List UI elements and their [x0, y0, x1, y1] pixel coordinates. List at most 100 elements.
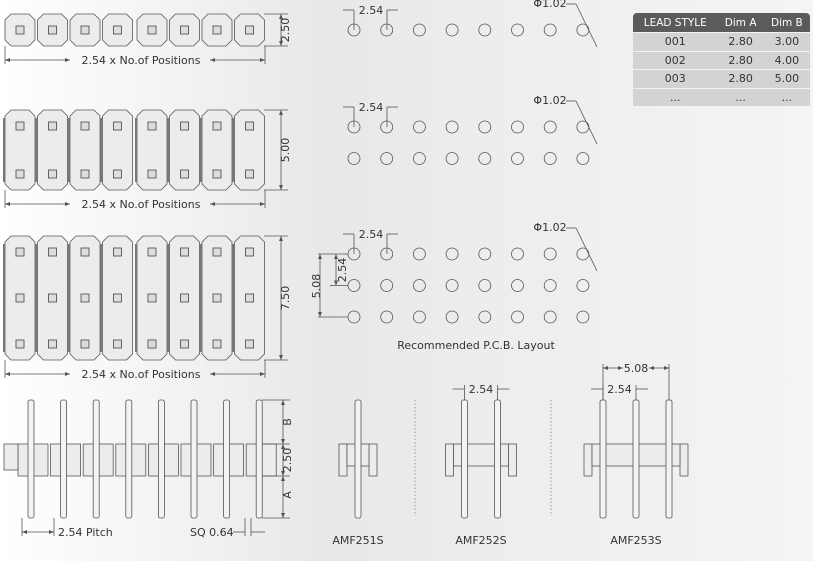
pin-square: [113, 339, 122, 349]
pin-square: [80, 247, 90, 257]
pcb-hole: [576, 152, 590, 165]
pitch-label: 2.54 Pitch: [58, 526, 113, 539]
variant-name: AMF252S: [455, 534, 506, 547]
width-dim-label: 2.54 x No.of Positions: [82, 198, 201, 211]
separator: [35, 244, 38, 352]
pcb-hole: [543, 247, 557, 261]
pin-square: [80, 293, 90, 303]
pin-square: [80, 339, 90, 349]
top-view-2-row: 5.002.54 x No.of Positions: [3, 109, 292, 211]
pin-square: [212, 293, 222, 303]
dim-a-label: A: [281, 491, 294, 499]
header-dim-b: Dim B: [763, 13, 810, 33]
pin: [190, 399, 198, 519]
pcb-hole: [445, 23, 459, 37]
separator: [167, 244, 170, 352]
pin-square: [147, 121, 157, 131]
pin: [125, 399, 133, 519]
separator: [68, 244, 71, 352]
dim-b-label: B: [281, 418, 294, 426]
pin: [157, 399, 165, 519]
pin-square: [147, 293, 157, 303]
pcb-hole: [412, 310, 426, 324]
pcb-hole: [543, 152, 557, 165]
pin-square: [212, 339, 222, 349]
pcb-hole: [576, 310, 590, 324]
pcb-hole: [478, 23, 492, 37]
cell-lead-style: 001: [633, 32, 718, 51]
pcb-hole: [445, 279, 459, 292]
pin-square: [80, 169, 90, 179]
table-row: 002 2.80 4.00: [633, 50, 810, 70]
pcb-hole: [576, 120, 590, 134]
cell-lead-style: 003: [633, 69, 718, 88]
hole-diameter-label: Φ1.02: [533, 0, 566, 10]
pin-square: [48, 121, 57, 131]
hole-pitch-label: 2.54: [359, 101, 384, 114]
table-row: 001 2.80 3.00: [633, 32, 810, 51]
pin-square: [113, 169, 122, 179]
row-pitch-label: 2.54: [336, 258, 349, 283]
pin-square: [180, 25, 189, 35]
pcb-hole: [445, 310, 459, 324]
table-row: 003 2.80 5.00: [633, 69, 810, 88]
cell-dim-a: 2.80: [717, 50, 764, 70]
separator: [135, 244, 138, 352]
header-dim-a: Dim A: [717, 13, 764, 33]
pin-square: [147, 25, 157, 35]
pin-square: [245, 339, 254, 349]
pin-pitch-label: 2.54: [469, 383, 494, 396]
separator: [35, 118, 38, 182]
pin: [599, 399, 607, 519]
pcb-hole: [543, 310, 557, 324]
pcb-hole: [511, 23, 524, 37]
height-dim-label: 7.50: [279, 286, 292, 311]
separator: [68, 118, 71, 182]
pcb-hole: [347, 279, 361, 292]
pcb-hole: [445, 120, 459, 134]
pin-square: [147, 247, 157, 257]
pin: [354, 399, 362, 519]
pcb-hole: [511, 120, 524, 134]
separator: [232, 244, 235, 352]
pin-span-label: 5.08: [624, 362, 649, 375]
pin-square: [245, 169, 254, 179]
separator: [3, 118, 6, 182]
pin-square: [15, 25, 25, 35]
pin-square: [212, 121, 222, 131]
pin-square: [48, 169, 57, 179]
pcb-hole: [380, 310, 394, 324]
pcb-hole: [412, 120, 426, 134]
hole-diameter-label: Φ1.02: [533, 221, 566, 234]
pcb-hole: [380, 152, 394, 165]
pin: [255, 399, 263, 519]
cell-dim-b: ...: [763, 87, 810, 106]
cell-lead-style: 002: [633, 50, 718, 70]
row-span-label: 5.08: [310, 274, 323, 299]
cell-dim-a: ...: [717, 87, 764, 106]
pin: [461, 399, 468, 519]
width-dim-label: 2.54 x No.of Positions: [82, 368, 201, 381]
pin-square: [15, 169, 25, 179]
pin: [632, 399, 640, 519]
pin-square: [15, 247, 25, 257]
square-pin-label: SQ 0.64: [190, 526, 234, 539]
table-header-row: LEAD STYLE Dim A Dim B: [633, 13, 810, 33]
pcb-hole: [511, 152, 524, 165]
pin-square: [113, 25, 122, 35]
pin-square: [48, 339, 57, 349]
pin: [494, 399, 501, 519]
cell-dim-b: 5.00: [763, 69, 810, 88]
top-view-3-row: 7.50 2.54 x No.of Positions: [3, 235, 292, 381]
pin-square: [15, 121, 25, 131]
variant-amf252s: AMF252S 2.54: [445, 383, 517, 547]
cell-dim-a: 2.80: [717, 32, 764, 51]
separator: [200, 244, 203, 352]
pcb-hole: [478, 152, 492, 165]
pin-square: [80, 25, 90, 35]
